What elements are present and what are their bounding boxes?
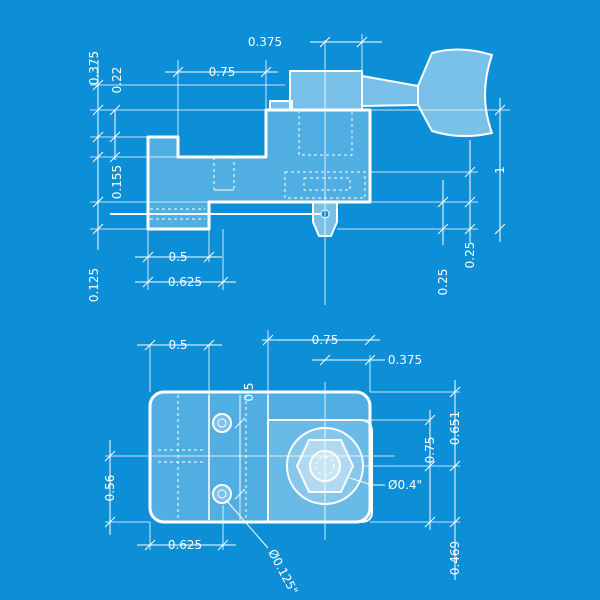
top-plate-outline [148, 390, 372, 524]
side-extension-lines [90, 34, 510, 290]
side-dim-right-height-ticks [494, 104, 506, 235]
top-screw-hole-lower-inner [217, 489, 227, 499]
top-label-right-offset: 0.375 [388, 353, 422, 367]
top-label-right-bottom: 0.469 [448, 541, 462, 575]
top-dim-width-left-ticks [144, 339, 215, 351]
side-knob [417, 48, 493, 137]
side-hidden-lines [150, 110, 366, 220]
top-dim-width-right-ticks [262, 334, 376, 346]
top-dim-hole-gap-ticks [234, 417, 246, 500]
top-label-width-right: 0.75 [312, 333, 339, 347]
side-dim-left-ticks [92, 79, 104, 235]
side-dim-right-lower-ticks [464, 166, 476, 235]
side-label-bottom-outer: 0.625 [168, 275, 202, 289]
top-leader-post [349, 477, 385, 486]
side-label-right-height: 1 [493, 166, 507, 174]
side-shaft [361, 75, 419, 107]
side-dim-right-bottom-ticks [437, 196, 449, 235]
top-label-right-mid: 0.75 [423, 437, 437, 464]
top-screw-hole-upper [212, 413, 232, 433]
top-dim-right-offset-ticks [319, 354, 376, 366]
top-label-height: 0.56 [103, 475, 117, 502]
side-label-left-top: 0.22 [110, 67, 124, 94]
side-label-top-width: 0.75 [209, 65, 236, 79]
top-label-post-diameter: Ø0.4" [388, 478, 422, 492]
side-upper-housing [289, 70, 363, 111]
top-label-hole-gap: 0.5 [242, 382, 256, 401]
top-label-hole-diameter: Ø0.125" [265, 547, 301, 597]
top-dim-height-ticks [104, 450, 116, 528]
side-label-left-mid: 0.155 [110, 165, 124, 199]
side-label-right-bottom: 0.25 [436, 269, 450, 296]
side-label-right-lower: 0.25 [463, 242, 477, 269]
side-label-left-bottom: 0.125 [87, 268, 101, 302]
top-hidden-lines [158, 395, 247, 520]
side-dim-top-offset-ticks [319, 36, 368, 48]
side-label-top-offset: 0.375 [248, 35, 282, 49]
top-dim-bottom-width-ticks [144, 539, 229, 551]
side-dim-top-width-ticks [172, 66, 272, 78]
side-dim-left-inner-ticks [109, 104, 121, 163]
top-view: 0.5 0.75 0.375 0.5 0.56 0.625 0.651 0.75… [103, 330, 462, 597]
top-label-width-left: 0.5 [168, 338, 187, 352]
top-dim-right-mid-ticks [424, 414, 436, 528]
top-label-right-top: 0.651 [448, 411, 462, 445]
top-dim-right-bottom-ticks [449, 516, 461, 528]
side-label-left-total: 0.375 [87, 51, 101, 85]
side-dim-bottom-inner-ticks [142, 251, 215, 263]
top-extension-lines [105, 330, 460, 550]
top-label-bottom-width: 0.625 [168, 538, 202, 552]
side-view: 0.375 0.22 0.155 0.125 0.375 0.75 0.5 0.… [87, 34, 510, 305]
side-dim-bottom-outer-ticks [142, 276, 229, 288]
side-upper-step [269, 100, 293, 111]
top-leader-hole [225, 499, 269, 549]
top-screw-hole-lower [212, 484, 232, 504]
top-screw-hole-upper-inner [217, 418, 227, 428]
side-label-bottom-inner: 0.5 [168, 250, 187, 264]
